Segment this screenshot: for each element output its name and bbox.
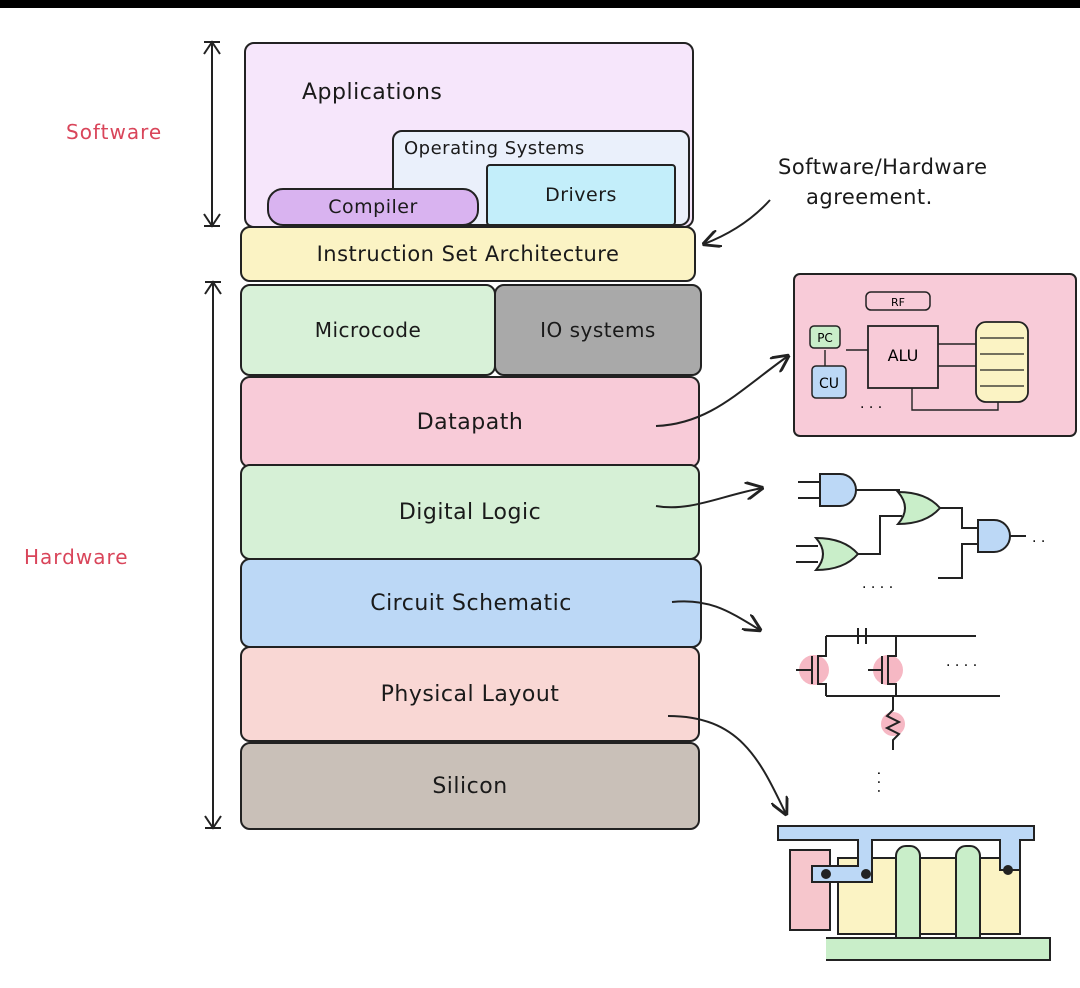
applications-label: Applications [302,80,443,105]
sw-hw-agreement-annotation: Software/Hardware agreement. [778,152,988,212]
microcode-block: Microcode [240,284,496,376]
cu-label: CU [819,376,839,392]
physical-layout-block: Physical Layout [240,646,700,742]
circuit-schematic-block: Circuit Schematic [240,558,702,648]
operating-systems-label: Operating Systems [404,138,585,159]
top-black-bar [0,0,1080,8]
pc-label: PC [817,331,833,345]
isa-label: Instruction Set Architecture [316,242,620,266]
or-gate-2 [813,536,860,572]
transistor-highlight-1 [799,655,829,685]
annotation-line-2: agreement. [806,185,933,209]
io-systems-label: IO systems [540,318,656,342]
physical-layout-arrow [667,715,786,814]
layout-pink-region [789,849,831,931]
svg-text:. . .: . . . [860,396,882,412]
rf-label: RF [891,296,905,309]
datapath-arrow [655,356,788,427]
register-file-box [975,321,1029,403]
hardware-label: Hardware [24,545,129,569]
cu-box [811,365,847,399]
digital-logic-label: Digital Logic [398,499,542,525]
svg-text:. . . .: . . . . [946,654,977,670]
microcode-label: Microcode [314,318,422,342]
circuit-schematic-label: Circuit Schematic [370,590,572,616]
layout-blue-metal [777,825,1035,883]
alu-box [867,325,939,389]
silicon-label: Silicon [432,773,508,799]
circuit-schematic-arrow [671,600,760,630]
alu-label: ALU [888,346,919,365]
compiler-label: Compiler [328,196,418,218]
isa-block: Instruction Set Architecture [240,226,696,282]
io-systems-block: IO systems [494,284,702,376]
software-range-arrow [203,40,221,228]
svg-text:. . . .: . . . . [862,576,893,592]
drivers-block: Drivers [486,164,676,226]
datapath-label: Datapath [416,409,524,435]
annotation-line-1: Software/Hardware [778,155,988,179]
physical-layout-sketch [777,825,1051,961]
rf-box [865,291,931,311]
hardware-range-arrow [204,280,222,830]
physical-layout-label: Physical Layout [380,681,560,707]
svg-text:. .: . . [1032,530,1045,546]
layout-green-bottom [826,937,1051,961]
and-gate-1 [819,473,857,507]
drivers-label: Drivers [545,184,617,206]
compiler-block: Compiler [267,188,479,226]
silicon-block: Silicon [240,742,700,830]
software-label: Software [66,120,163,144]
pc-box [809,325,841,349]
isa-annotation-arrow [704,199,771,244]
logic-gates-sketch [796,473,1026,579]
and-gate-2 [977,519,1011,553]
datapath-sketch: RF PC CU ALU . . . [793,273,1077,437]
digital-logic-arrow [655,488,762,509]
or-gate-1 [895,490,942,526]
svg-text:. . .: . . . [874,771,890,793]
circuit-schematic-sketch: . . . . . . . [796,628,1000,793]
